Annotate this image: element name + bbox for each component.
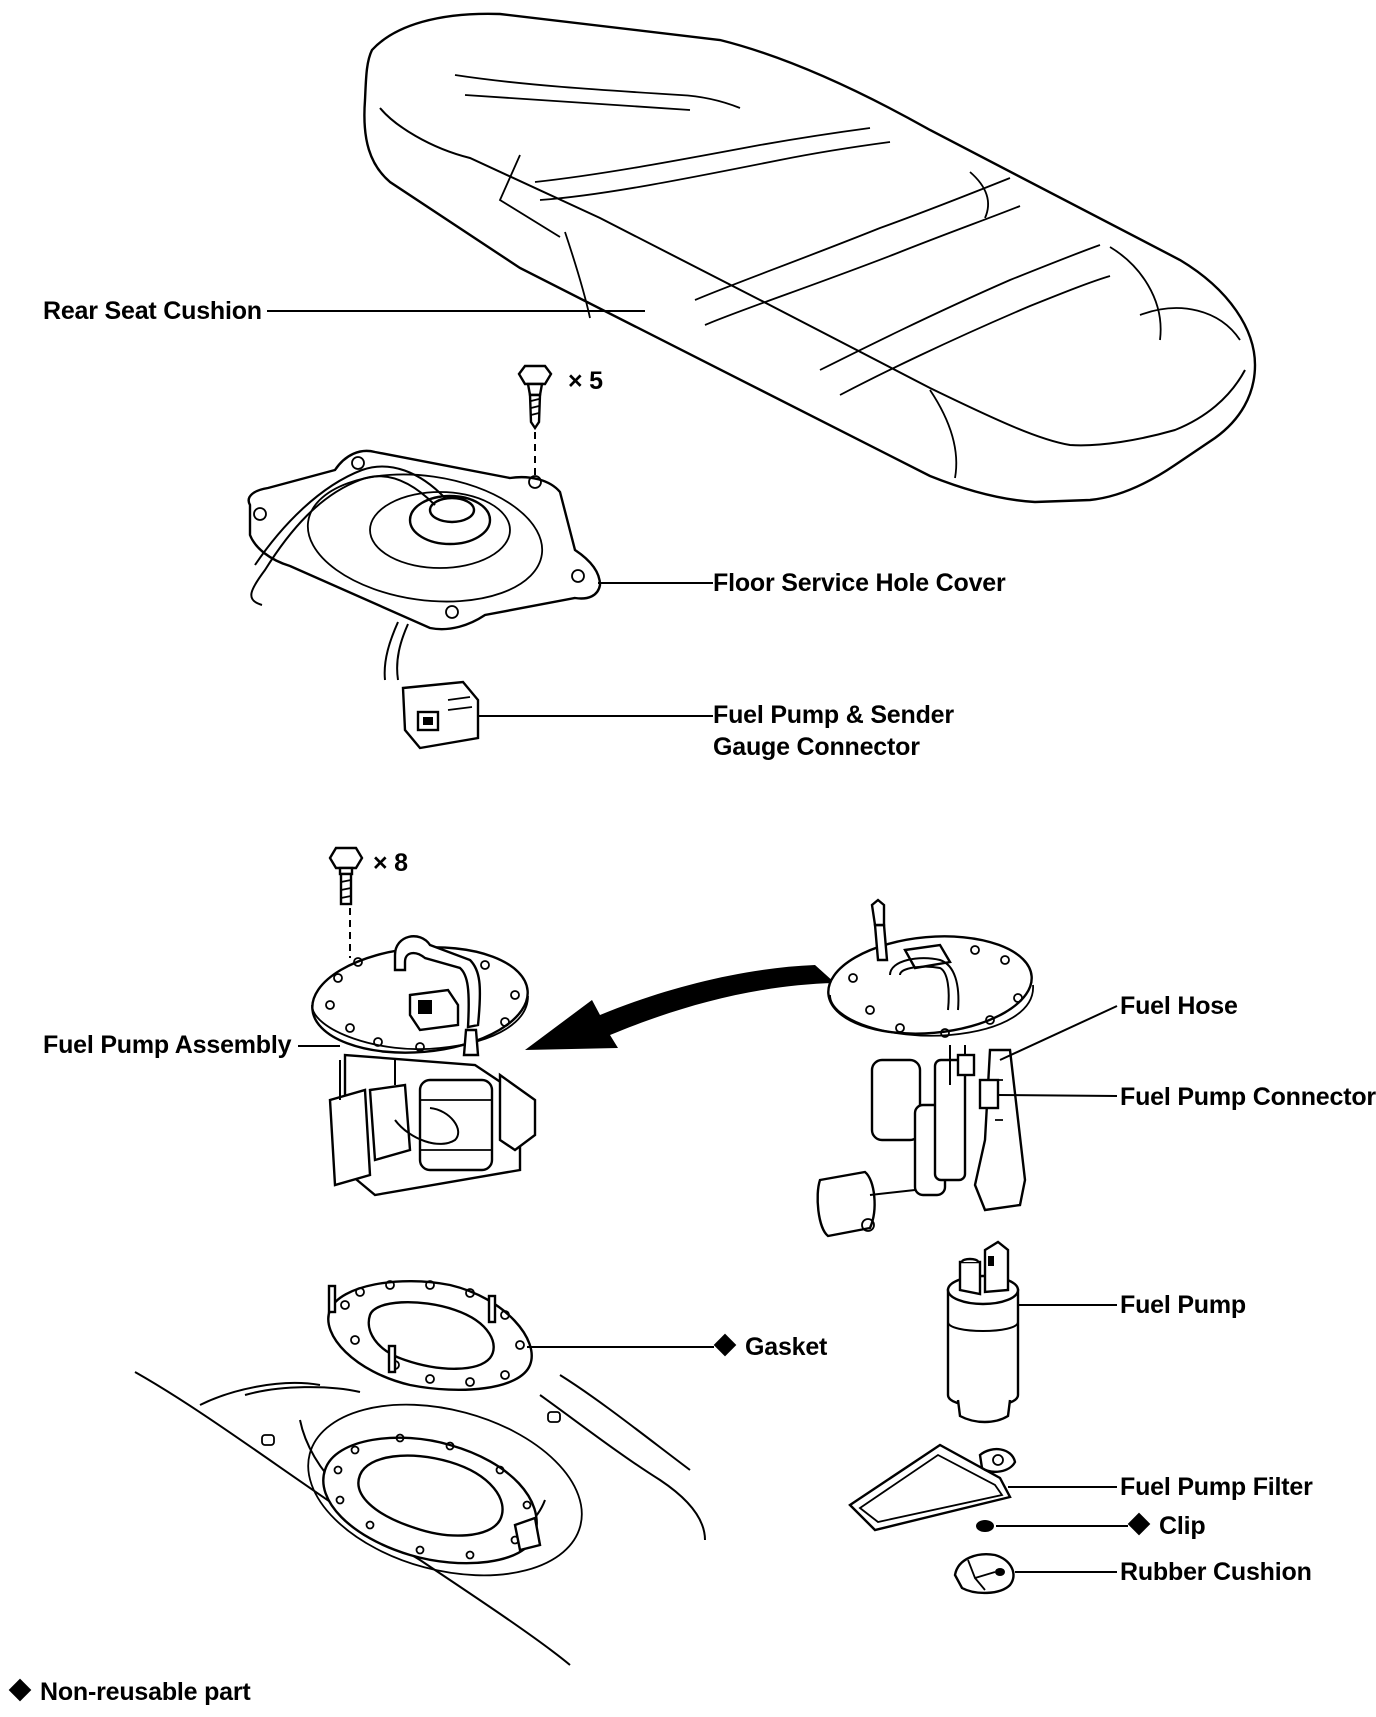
bolt-icon bbox=[328, 846, 364, 958]
leader-fuel-hose bbox=[999, 1005, 1118, 1061]
label-rubber-cushion: Rubber Cushion bbox=[1120, 1558, 1312, 1586]
fuel-pump-filter-drawing bbox=[848, 1443, 1017, 1532]
label-rear-seat-cushion: Rear Seat Cushion bbox=[43, 297, 262, 325]
legend-non-reusable: Non-reusable part bbox=[8, 1677, 251, 1707]
label-gasket: Gasket bbox=[713, 1332, 828, 1362]
rubber-cushion-drawing bbox=[953, 1553, 1015, 1595]
label-fuel-hose: Fuel Hose bbox=[1120, 992, 1238, 1020]
label-connector-line2: Gauge Connector bbox=[713, 733, 920, 761]
label-bolt-qty: × 8 bbox=[373, 849, 408, 877]
floor-service-hole-cover-drawing bbox=[247, 449, 602, 681]
clip-drawing bbox=[976, 1520, 994, 1532]
label-fuel-pump-assembly: Fuel Pump Assembly bbox=[43, 1031, 292, 1059]
screw-icon bbox=[517, 364, 553, 482]
label-screw-qty: × 5 bbox=[568, 367, 603, 395]
leader-fuel-pump-connector bbox=[997, 1094, 1118, 1097]
non-reusable-diamond-icon bbox=[8, 1678, 32, 1702]
fuel-pump-drawing bbox=[946, 1240, 1020, 1424]
disassembled-pump-drawing bbox=[816, 898, 1034, 1238]
curved-arrow-icon bbox=[525, 965, 835, 1050]
non-reusable-diamond-icon bbox=[713, 1333, 737, 1357]
gasket-drawing bbox=[327, 1279, 533, 1392]
label-connector-line1: Fuel Pump & Sender bbox=[713, 701, 954, 729]
label-fuel-pump: Fuel Pump bbox=[1120, 1291, 1246, 1319]
label-fuel-pump-filter: Fuel Pump Filter bbox=[1120, 1473, 1313, 1501]
label-fuel-pump-connector: Fuel Pump Connector bbox=[1120, 1083, 1376, 1111]
legend-text: Non-reusable part bbox=[40, 1678, 251, 1706]
label-clip-text: Clip bbox=[1159, 1512, 1206, 1540]
label-floor-service-hole-cover: Floor Service Hole Cover bbox=[713, 569, 1006, 597]
label-clip: Clip bbox=[1127, 1511, 1206, 1541]
connector-drawing bbox=[401, 680, 480, 750]
fuel-pump-assembly-drawing bbox=[311, 935, 537, 1197]
non-reusable-diamond-icon bbox=[1127, 1512, 1151, 1536]
fuel-tank-drawing bbox=[134, 1371, 706, 1666]
label-gasket-text: Gasket bbox=[745, 1333, 828, 1361]
rear-seat-cushion-drawing bbox=[363, 12, 1257, 504]
